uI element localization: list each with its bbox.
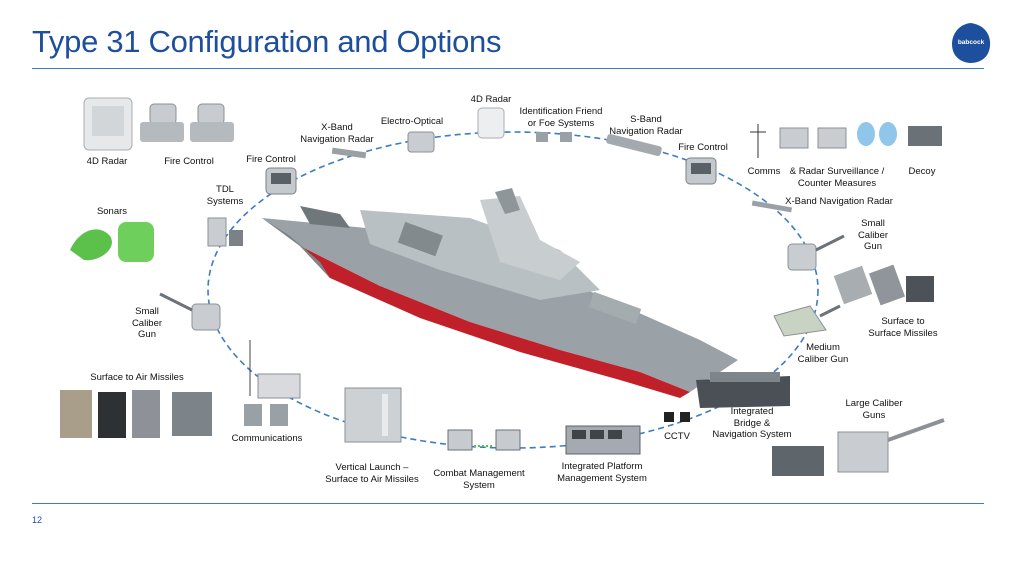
large-caliber-guns-image <box>772 418 945 476</box>
fire-control-top-left-image <box>265 167 297 195</box>
label-iff: Identification Friend or Foe Systems <box>519 106 603 129</box>
babcock-logo: babcock <box>951 22 991 64</box>
radar-surveillance-image <box>779 122 897 149</box>
label-integrated-platform: Integrated Platform Management System <box>557 461 647 484</box>
integrated-platform-image <box>565 425 641 455</box>
label-fire-control-top-left: Fire Control <box>246 154 296 165</box>
label-medium-caliber-gun: Medium Caliber Gun <box>797 342 849 365</box>
sonars-image <box>70 222 154 262</box>
label-large-caliber-guns: Large Caliber Guns <box>845 398 903 421</box>
label-electro-optical: Electro-Optical <box>380 116 444 127</box>
cctv-image <box>664 412 690 422</box>
electro-optical-image <box>407 131 435 153</box>
title-divider <box>32 68 984 69</box>
surface-to-air-missiles-image <box>60 390 212 438</box>
tdl-systems-image <box>207 217 243 247</box>
label-4d-radar-left: 4D Radar <box>86 156 128 167</box>
combat-management-image <box>447 429 521 451</box>
page-title: Type 31 Configuration and Options <box>32 24 502 59</box>
label-integrated-bridge: Integrated Bridge & Navigation System <box>712 406 792 440</box>
surface-to-surface-missiles-image <box>833 264 934 306</box>
footer-divider <box>32 503 984 504</box>
vertical-launch-image <box>344 387 402 443</box>
label-vertical-launch: Vertical Launch – Surface to Air Missile… <box>325 462 419 485</box>
frigate-ship <box>262 188 738 398</box>
decoy-image <box>908 126 942 146</box>
page-number: 12 <box>32 515 43 525</box>
label-sonars: Sonars <box>96 206 128 217</box>
label-surface-to-surface-missiles: Surface to Surface Missiles <box>868 316 938 339</box>
iff-image <box>536 132 572 142</box>
s-band-radar-image <box>606 134 662 156</box>
fire-control-right-image <box>685 157 717 185</box>
label-radar-surveillance: & Radar Surveillance / Counter Measures <box>789 166 885 189</box>
label-fire-control-left: Fire Control <box>164 156 214 167</box>
radar-4d-left-image <box>83 97 133 151</box>
label-fire-control-right: Fire Control <box>678 142 728 153</box>
small-gun-right-image <box>787 234 845 271</box>
x-band-radar-top-image <box>331 147 367 159</box>
medium-caliber-gun-image <box>773 304 841 337</box>
integrated-bridge-image <box>696 372 790 408</box>
communications-image <box>244 340 301 426</box>
label-cctv: CCTV <box>664 431 690 442</box>
fire-control-left-image <box>140 103 234 142</box>
label-tdl-systems: TDL Systems <box>206 184 244 207</box>
small-gun-left-image <box>159 292 221 331</box>
label-comms: Comms <box>747 166 781 177</box>
x-band-radar-right-image <box>751 200 793 213</box>
label-communications: Communications <box>231 433 303 444</box>
label-surface-to-air-missiles: Surface to Air Missiles <box>90 372 184 383</box>
label-4d-radar-top: 4D Radar <box>470 94 512 105</box>
label-small-caliber-gun-left: Small Caliber Gun <box>131 306 163 340</box>
comms-image <box>750 124 766 158</box>
label-combat-management: Combat Management System <box>433 468 525 491</box>
label-decoy: Decoy <box>908 166 936 177</box>
label-x-band-nav-radar-right: X-Band Navigation Radar <box>785 196 893 207</box>
label-x-band-nav-radar-top: X-Band Navigation Radar <box>300 122 374 145</box>
radar-4d-top-image <box>477 107 505 139</box>
label-small-caliber-gun-right: Small Caliber Gun <box>857 218 889 252</box>
label-s-band-nav-radar: S-Band Navigation Radar <box>609 114 683 137</box>
